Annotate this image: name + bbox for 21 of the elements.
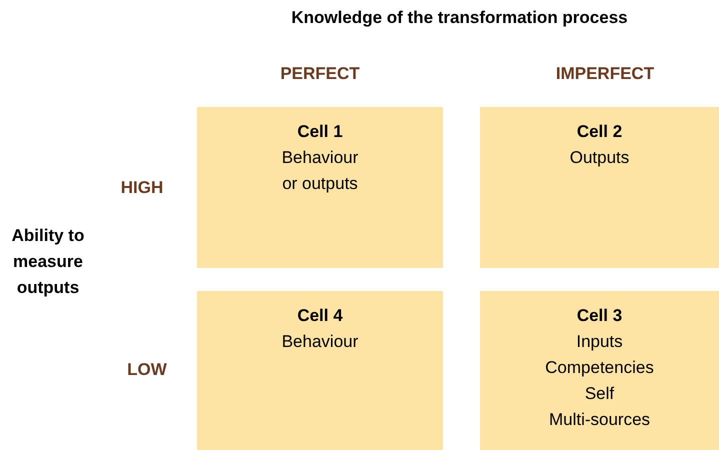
- cell-text: Inputs: [576, 332, 623, 351]
- axis-category-label: IMPERFECT: [554, 64, 656, 84]
- cell-heading: Cell 4: [297, 306, 343, 325]
- matrix-cell: [480, 107, 719, 268]
- axis-title: Ability to measure outputs: [10, 225, 86, 299]
- cell-text: Behaviour or outputs: [280, 147, 360, 195]
- cell-heading: Cell 1: [297, 122, 343, 141]
- matrix-cell: [480, 291, 719, 450]
- cell-text: Behaviour: [282, 332, 358, 351]
- cell-heading: Cell 3: [576, 306, 622, 325]
- matrix-cell: [197, 107, 443, 268]
- axis-category-label: LOW: [126, 360, 168, 380]
- axis-category-label: HIGH: [120, 178, 164, 198]
- matrix-cell: [197, 291, 443, 450]
- axis-title: Knowledge of the transformation process: [290, 8, 629, 28]
- cell-text: Competencies: [545, 358, 654, 377]
- cell-text: Outputs: [570, 148, 630, 167]
- axis-category-label: PERFECT: [279, 64, 361, 84]
- cell-text: Self: [584, 384, 614, 403]
- cell-heading: Cell 2: [576, 122, 622, 141]
- cell-text: Multi-sources: [548, 410, 650, 429]
